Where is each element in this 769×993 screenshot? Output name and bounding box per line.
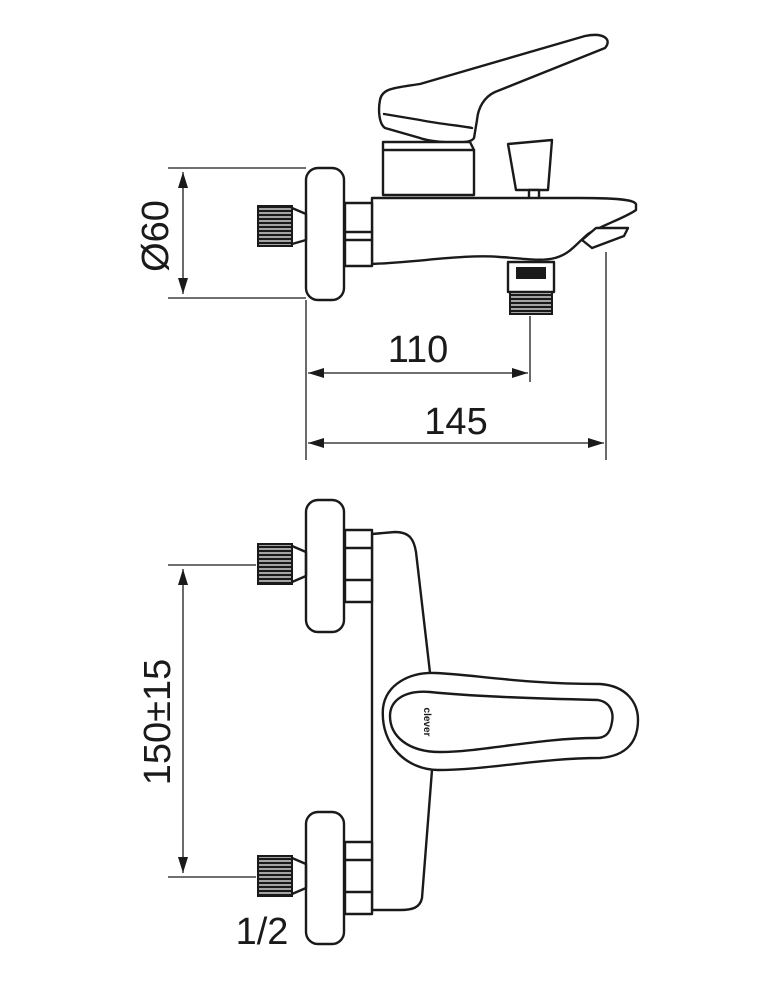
wall-flange bbox=[304, 166, 346, 302]
inlet-spacing-label: 150±15 bbox=[137, 659, 179, 786]
inlet-thread bbox=[257, 205, 293, 247]
lower-hex-nut bbox=[343, 840, 374, 916]
total-depth-label: 145 bbox=[424, 401, 487, 443]
hex-nut bbox=[343, 201, 374, 268]
upper-inlet-thread bbox=[257, 543, 293, 585]
diameter-label: Ø60 bbox=[135, 200, 177, 272]
front-view: clever bbox=[257, 498, 640, 946]
diverter-knob bbox=[506, 138, 554, 192]
depth-to-outlet-label: 110 bbox=[388, 329, 449, 371]
side-view bbox=[257, 33, 638, 315]
dimensions-front-view: 150±15 1/2 bbox=[137, 564, 289, 953]
thread-size-label: 1/2 bbox=[236, 911, 289, 953]
shower-outlet-thread bbox=[509, 291, 553, 315]
spout-tip bbox=[580, 226, 630, 250]
brand-logo: clever bbox=[421, 708, 432, 737]
dimensions-side-view: Ø60 110 145 bbox=[135, 167, 607, 460]
cartridge-body bbox=[381, 140, 476, 197]
lower-inlet-thread bbox=[257, 855, 293, 897]
lever-inner-edge bbox=[382, 112, 474, 130]
upper-hex-nut bbox=[343, 528, 374, 604]
lower-wall-flange bbox=[304, 810, 346, 946]
lever-handle bbox=[377, 33, 609, 144]
front-lever-cap bbox=[388, 690, 614, 754]
mixer-body bbox=[370, 196, 638, 266]
upper-wall-flange bbox=[304, 498, 346, 634]
